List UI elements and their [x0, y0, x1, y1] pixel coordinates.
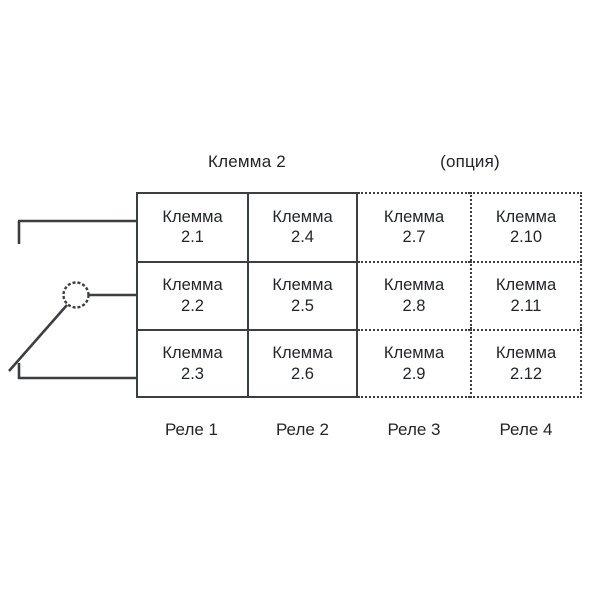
terminal-number: 2.9 [402, 364, 426, 383]
terminal-number: 2.4 [291, 228, 314, 247]
terminal-cell[interactable]: Клемма 2.2 [136, 260, 247, 330]
relay-label-row: Реле 1 Реле 2 Реле 3 Реле 4 [136, 420, 582, 440]
terminal-cell[interactable]: Клемма 2.5 [247, 260, 358, 330]
relay-label-3: Реле 3 [387, 420, 441, 439]
contact-circle [62, 281, 90, 309]
terminal-name: Клемма [383, 276, 445, 295]
terminal-name: Клемма [272, 276, 333, 295]
relay-label-1: Реле 1 [164, 420, 219, 439]
terminal-number: 2.7 [402, 228, 426, 247]
terminal-cell[interactable]: Клемма 2.11 [470, 260, 582, 330]
terminal-cell[interactable]: Клемма 2.12 [470, 329, 582, 398]
terminal-name: Клемма [495, 207, 557, 226]
heading-option: (опция) [440, 152, 500, 171]
relay-label-2: Реле 2 [275, 420, 330, 439]
terminal-number: 2.12 [509, 364, 543, 383]
terminal-number: 2.6 [291, 364, 314, 383]
terminal-name: Клемма [272, 344, 333, 363]
terminal-cell[interactable]: Клемма 2.4 [247, 192, 358, 261]
terminal-number: 2.3 [181, 364, 204, 383]
terminal-cell[interactable]: Клемма 2.9 [358, 329, 470, 398]
terminal-cell[interactable]: Клемма 2.1 [136, 192, 247, 261]
terminal-number: 2.10 [509, 228, 543, 247]
terminal-number: 2.11 [510, 296, 542, 315]
terminal-name: Клемма [383, 344, 445, 363]
terminal-number: 2.1 [181, 228, 204, 247]
relay-label-4: Реле 4 [499, 420, 553, 439]
terminal-cell[interactable]: Клемма 2.6 [247, 329, 358, 398]
terminal-number: 2.2 [181, 296, 204, 315]
terminal-grid: Клемма 2.1 Клемма 2.4 Клемма 2.7 Клемма … [136, 192, 582, 398]
terminal-name: Клемма [495, 344, 557, 363]
terminal-number: 2.8 [402, 296, 426, 315]
terminal-name: Клемма [162, 276, 223, 295]
terminal-name: Клемма [162, 344, 223, 363]
terminal-number: 2.5 [291, 296, 314, 315]
terminal-cell[interactable]: Клемма 2.8 [358, 260, 470, 330]
terminal-name: Клемма [272, 207, 333, 226]
terminal-cell[interactable]: Клемма 2.7 [358, 192, 470, 261]
heading-klemma-2: Клемма 2 [208, 152, 286, 171]
switch-lever-diagonal [8, 304, 68, 372]
terminal-name: Клемма [162, 207, 223, 226]
terminal-cell[interactable]: Клемма 2.10 [470, 192, 582, 261]
terminal-cell[interactable]: Клемма 2.3 [136, 329, 247, 398]
terminal-name: Клемма [495, 276, 557, 295]
terminal-name: Клемма [383, 207, 445, 226]
